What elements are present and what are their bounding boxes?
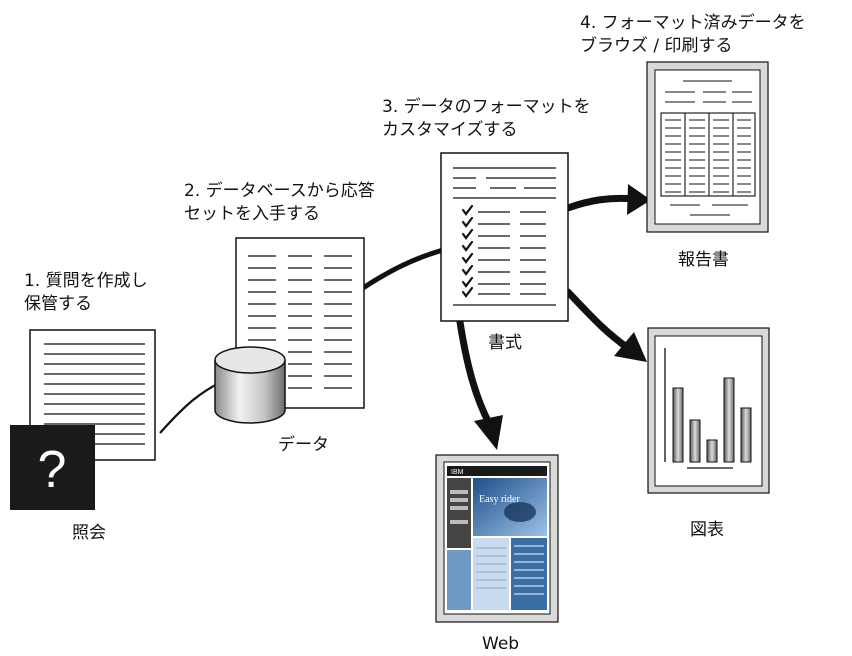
web-page: IBM Easy rider xyxy=(435,454,559,623)
arrow-format-to-chart xyxy=(564,288,632,352)
step3-line1: 3. データのフォーマットを xyxy=(382,97,591,117)
step3-line2: カスタマイズする xyxy=(382,120,518,140)
checkmark-icons xyxy=(461,204,474,298)
chart-page xyxy=(647,327,770,494)
chart-bar-1 xyxy=(672,387,684,463)
arrow-head-chart xyxy=(614,332,647,362)
chart-bar-3 xyxy=(706,439,718,463)
step4-line2: ブラウズ / 印刷する xyxy=(580,36,733,56)
step2-line2: セットを入手する xyxy=(184,204,320,224)
arrow-format-to-report xyxy=(564,194,639,212)
caption-query: 照会 xyxy=(72,523,106,543)
step2-line1: 2. データベースから応答 xyxy=(184,181,375,201)
caption-chart: 図表 xyxy=(690,520,724,540)
step1-line1: 1. 質問を作成し xyxy=(24,271,148,291)
arrow-format-to-web xyxy=(456,318,494,429)
caption-format: 書式 xyxy=(488,333,522,353)
caption-report: 報告書 xyxy=(678,250,729,270)
step2-label: 2. データベースから応答 セットを入手する xyxy=(184,180,375,226)
database-cylinder-icon xyxy=(214,346,286,424)
chart-bar-2 xyxy=(689,419,701,463)
report-page xyxy=(646,61,769,233)
arrow-head-web xyxy=(474,415,503,450)
connector-data-to-format xyxy=(358,247,444,293)
chart-bar-5 xyxy=(740,407,752,463)
format-document xyxy=(440,152,569,322)
step1-line2: 保管する xyxy=(24,294,92,314)
query-icon: ? xyxy=(10,425,95,510)
step1-label: 1. 質問を作成し 保管する xyxy=(24,270,148,316)
caption-web: Web xyxy=(482,634,520,654)
web-headline: Easy rider xyxy=(479,494,520,505)
chart-bar-4 xyxy=(723,377,735,463)
caption-data: データ xyxy=(278,435,329,455)
step4-line1: 4. フォーマット済みデータを xyxy=(580,13,806,33)
arrow-head-report xyxy=(627,184,651,215)
step3-label: 3. データのフォーマットを カスタマイズする xyxy=(382,96,591,142)
web-logo: IBM xyxy=(451,469,464,476)
step4-label: 4. フォーマット済みデータを ブラウズ / 印刷する xyxy=(580,12,806,58)
question-mark-icon: ? xyxy=(38,441,67,499)
